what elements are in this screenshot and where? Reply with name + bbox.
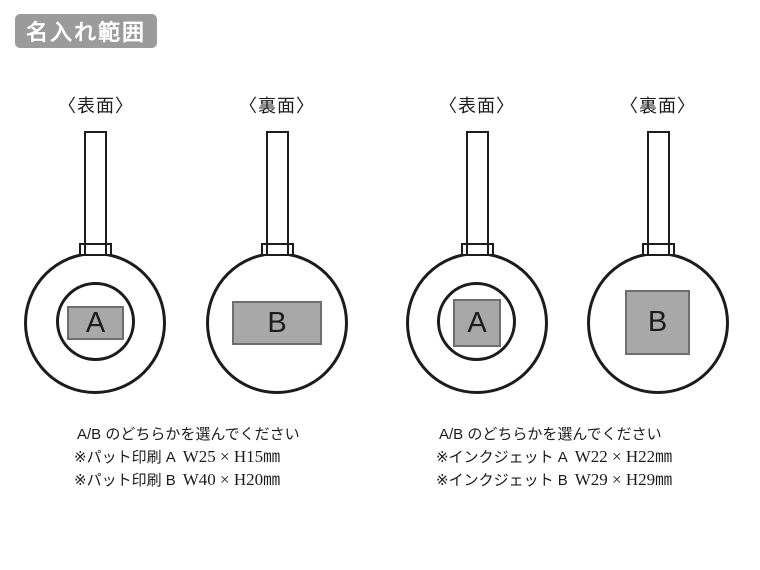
face-label-front-inkjet: 〈表面〉 <box>439 96 515 116</box>
spec-label: ※インクジェット B <box>436 471 568 489</box>
spec-line: ※パット印刷 B W40 × H20㎜ <box>74 469 300 491</box>
spec-line: ※パット印刷 A W25 × H15㎜ <box>74 446 300 468</box>
handle-ferrule <box>461 243 494 256</box>
spec-size: W25 × H15㎜ <box>182 447 281 467</box>
spec-line: ※インクジェット B W29 × H29㎜ <box>436 469 672 491</box>
face-label-back-inkjet: 〈裏面〉 <box>620 96 696 116</box>
spec-size: W29 × H29㎜ <box>574 469 673 489</box>
spec-size: W40 × H20㎜ <box>182 469 281 489</box>
spec-label: ※パット印刷 B <box>74 471 176 489</box>
print-area-a: A <box>67 306 124 340</box>
mirror-handle <box>647 131 670 254</box>
print-area-b: B <box>232 301 322 345</box>
mirror-handle <box>466 131 489 254</box>
notes-inkjet: A/B のどちらかを選んでください ※インクジェット A W22 × H22㎜ ※… <box>436 424 672 491</box>
face-label-back-pad: 〈裏面〉 <box>239 96 315 116</box>
spec-line: ※インクジェット A W22 × H22㎜ <box>436 446 672 468</box>
handle-ferrule <box>261 243 294 256</box>
spec-label: ※パット印刷 A <box>74 449 176 467</box>
choose-instruction: A/B のどちらかを選んでください <box>439 426 662 443</box>
notes-pad-print: A/B のどちらかを選んでください ※パット印刷 A W25 × H15㎜ ※パッ… <box>74 424 300 491</box>
spec-size: W22 × H22㎜ <box>574 447 673 467</box>
page-title-badge: 名入れ範囲 <box>15 14 157 48</box>
mirror-handle <box>266 131 289 254</box>
mirror-handle <box>84 131 107 254</box>
print-area-a: A <box>453 299 501 347</box>
choose-instruction: A/B のどちらかを選んでください <box>77 426 300 443</box>
handle-ferrule <box>79 243 112 256</box>
face-label-front-pad: 〈表面〉 <box>58 96 134 116</box>
print-area-b: B <box>625 290 690 355</box>
handle-ferrule <box>642 243 675 256</box>
spec-label: ※インクジェット A <box>436 449 568 467</box>
